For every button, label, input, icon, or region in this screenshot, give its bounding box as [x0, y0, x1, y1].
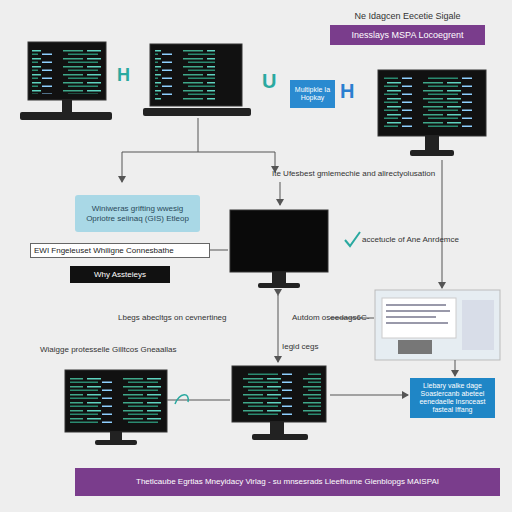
letter-mark: U	[262, 70, 276, 92]
box-text: Multipkle Ia Hopkay	[293, 86, 332, 102]
connector-lines	[122, 118, 455, 400]
monitor	[378, 70, 486, 156]
box-text: Llebary valke dage Soaslercanb abeteel e…	[413, 382, 492, 414]
check-mark	[345, 232, 360, 246]
outline-box: EWI Fngeleuset Whiligne Connesbathe	[30, 243, 210, 258]
annotation: accetucle of Ane Anrdemce	[362, 236, 459, 245]
annotation: Wiaigge protesselle Gilltcos Gneaallas	[40, 346, 177, 355]
annotation: Autdom oseedags6C-	[292, 314, 369, 323]
letter-mark: H	[340, 80, 354, 102]
box-text: EWI Fngeleuset Whiligne Connesbathe	[34, 246, 174, 255]
title-box: Ne Idagcen Eecetie SigaleInesslays MSPA …	[330, 25, 485, 45]
info-box: Llebary valke dage Soaslercanb abeteel e…	[410, 378, 495, 418]
box-text: Inesslays MSPA Locoegrent	[352, 30, 464, 40]
screenshot-panel	[375, 290, 500, 360]
monitor	[143, 44, 251, 116]
box-text: Thetlcaube Egrtlas Mneyidacy Virlag - su…	[136, 477, 439, 486]
swirl-arrow	[175, 395, 188, 404]
letter-mark: H	[117, 66, 130, 86]
monitor	[230, 210, 328, 288]
annotation: Iegid cegs	[282, 343, 318, 352]
monitor	[232, 366, 326, 440]
info-box: Multipkle Ia Hopkay	[290, 80, 335, 108]
box-text: Why Assteieys	[94, 270, 146, 279]
box-text: Winiweras grifting wwesig Opriotre seiin…	[78, 204, 197, 222]
note-box: Winiweras grifting wwesig Opriotre seiin…	[75, 195, 200, 232]
monitor	[20, 42, 112, 120]
annotation: Lbegs abecltgs on cevnertineg	[118, 314, 227, 323]
monitor	[65, 370, 167, 445]
box-heading: Ne Idagcen Eecetie Sigale	[330, 11, 485, 21]
annotation: Ite Ufesbest gmlemechie and alirectyolus…	[272, 170, 435, 179]
footer-band: Thetlcaube Egrtlas Mneyidacy Virlag - su…	[75, 468, 500, 496]
dark-box: Why Assteieys	[70, 266, 170, 283]
